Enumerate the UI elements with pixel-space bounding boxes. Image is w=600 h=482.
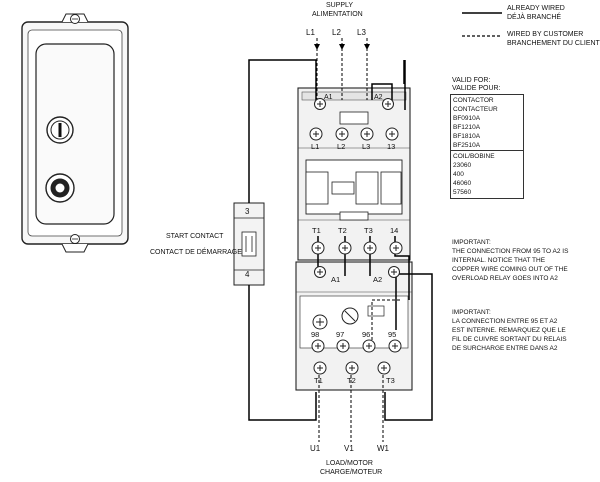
overload-out-t1: T1 xyxy=(314,376,323,385)
supply-line-l1: L1 xyxy=(306,28,315,37)
valid-for-box: CONTACTOR CONTACTEUR BF0910A BF1210A BF1… xyxy=(450,94,524,152)
note-title: IMPORTANT: xyxy=(452,239,491,246)
overload-aux-terminal-screws xyxy=(311,339,402,353)
supply-arrows xyxy=(314,44,370,50)
coil-item: 400 xyxy=(453,171,464,178)
start-contact-label-fr: CONTACT DE DÉMARRAGE xyxy=(150,249,242,256)
note-line: COPPER WIRE COMING OUT OF THE xyxy=(452,266,568,273)
legend-customer-wired-en: WIRED BY CUSTOMER xyxy=(507,31,584,38)
valid-for-item: CONTACTOR xyxy=(453,97,494,104)
contactor-top-13: 13 xyxy=(387,142,396,151)
note-line: DE SURCHARGE ENTRE DANS A2 xyxy=(452,345,558,352)
contactor-bottom-terminal-screws xyxy=(311,241,403,255)
contactor-top-terminal-screws xyxy=(309,98,399,141)
valid-for-title-en: VALID FOR: xyxy=(452,77,491,84)
overload-aux-97: 97 xyxy=(336,330,345,339)
load-output-u1: U1 xyxy=(310,444,321,453)
legend-already-wired-fr: DÉJÀ BRANCHÉ xyxy=(507,14,562,21)
note-title: IMPORTANT: xyxy=(452,309,491,316)
contactor-bottom-14: 14 xyxy=(390,226,399,235)
start-contact-terminal-4: 4 xyxy=(245,270,250,279)
coil-title: COIL/BOBINE xyxy=(453,153,495,160)
contactor-bottom-t1: T1 xyxy=(312,226,321,235)
contactor-top-l1: L1 xyxy=(311,142,320,151)
coil-item: 23060 xyxy=(453,162,472,169)
overload-output-terminal-screws xyxy=(313,361,391,375)
supply-title-en: SUPPLY xyxy=(326,2,354,9)
legend-already-wired-en: ALREADY WIRED xyxy=(507,5,565,12)
valid-for-item: BF1210A xyxy=(453,124,481,131)
pushbutton-station xyxy=(21,13,129,253)
load-title-fr: CHARGE/MOTEUR xyxy=(320,469,383,476)
important-note-en: IMPORTANT: THE CONNECTION FROM 95 TO A2 … xyxy=(452,238,592,283)
coil-item: 46060 xyxy=(453,180,472,187)
overload-a1-label: A1 xyxy=(331,275,341,284)
valid-for-item: BF2510A xyxy=(453,142,481,149)
note-line: THE CONNECTION FROM 95 TO A2 IS xyxy=(452,248,569,255)
note-line: FIL DE CUIVRE SORTANT DU RELAIS xyxy=(452,336,567,343)
load-title-en: LOAD/MOTOR xyxy=(326,460,373,467)
valid-for-item: BF1810A xyxy=(453,133,481,140)
coil-item: 57560 xyxy=(453,189,472,196)
supply-title-fr: ALIMENTATION xyxy=(312,11,363,18)
contactor-bottom-t2: T2 xyxy=(338,226,347,235)
contactor-a1-label: A1 xyxy=(324,94,333,101)
contactor-body xyxy=(297,87,411,261)
load-output-w1: W1 xyxy=(377,444,389,453)
start-contact-terminal-3: 3 xyxy=(245,207,250,216)
important-note-fr: IMPORTANT: LA CONNECTION ENTRE 95 ET A2 … xyxy=(452,308,592,353)
overload-out-t3: T3 xyxy=(386,376,395,385)
supply-line-l3: L3 xyxy=(357,28,366,37)
overload-out-t2: T2 xyxy=(347,376,356,385)
coil-box: COIL/BOBINE 23060 400 46060 57560 xyxy=(450,150,524,199)
load-output-v1: V1 xyxy=(344,444,354,453)
supply-line-l2: L2 xyxy=(332,28,341,37)
overload-aux-95: 95 xyxy=(388,330,397,339)
contactor-top-l2: L2 xyxy=(337,142,346,151)
contactor-a2-label: A2 xyxy=(374,94,383,101)
note-line: LA CONNECTION ENTRE 95 ET A2 xyxy=(452,318,558,325)
contactor-bottom-t3: T3 xyxy=(364,226,373,235)
start-button-icon xyxy=(46,116,74,144)
valid-for-item: CONTACTEUR xyxy=(453,106,498,113)
note-line: EST INTERNE. REMARQUEZ QUE LE xyxy=(452,327,566,334)
valid-for-title-fr: VALIDE POUR: xyxy=(452,85,501,92)
start-contact-label-en: START CONTACT xyxy=(166,233,224,240)
valid-for-item: BF0910A xyxy=(453,115,481,122)
overload-a2-label: A2 xyxy=(373,275,383,284)
contactor-top-l3: L3 xyxy=(362,142,371,151)
overload-aux-98: 98 xyxy=(311,330,320,339)
legend-customer-wired-fr: BRANCHEMENT DU CLIENT xyxy=(507,40,600,47)
stop-button-icon xyxy=(45,173,75,203)
overload-aux-96: 96 xyxy=(362,330,371,339)
note-line: INTERNAL. NOTICE THAT THE xyxy=(452,257,546,264)
overload-coil-terminal-screws xyxy=(314,266,400,278)
note-line: OVERLOAD RELAY GOES INTO A2 xyxy=(452,275,558,282)
